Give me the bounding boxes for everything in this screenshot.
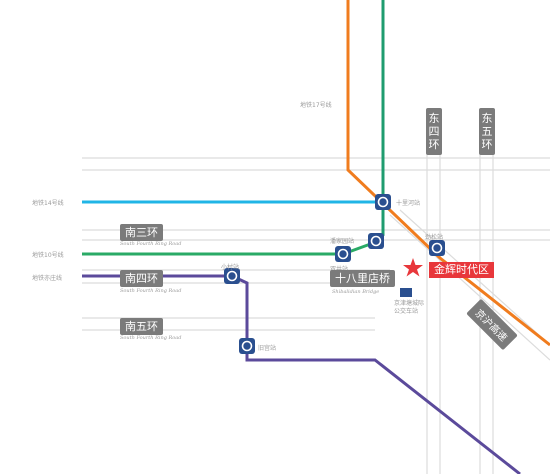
road-en-label: South Fourth Ring Road <box>120 241 182 247</box>
line-14-label: 地铁14号线 <box>32 200 64 207</box>
station-label: 潘家园站 <box>330 238 355 245</box>
station-label: 双井站 <box>330 264 348 273</box>
station-label: 旧宫站 <box>258 345 277 352</box>
road-en-label: South Fourth Ring Road <box>120 288 182 294</box>
orange-line <box>346 0 550 347</box>
star-icon <box>403 258 423 277</box>
landmark-callout: 金辉时代区 <box>429 262 494 279</box>
station-label: 劲松站 <box>425 234 444 241</box>
road-east-fifth: 东五环 <box>479 108 495 155</box>
road-south-third: 南三环 <box>120 224 163 241</box>
line-17-label: 地铁17号线 <box>300 102 332 109</box>
bus-station-label: 京津塘城际公交车站 <box>394 300 425 315</box>
road-en-label: Shibalidian Bridge <box>332 289 380 295</box>
line-10-label: 地铁10号线 <box>32 252 64 259</box>
road-south-fourth: 南四环 <box>120 270 163 287</box>
station-label: 小村站 <box>221 264 240 271</box>
road-en-label: South Fourth Ring Road <box>120 335 182 341</box>
line-yizhuang <box>82 274 521 474</box>
station-label: 十里河站 <box>396 200 421 207</box>
yizhuang-label: 地铁亦庄线 <box>32 275 63 282</box>
station-icons <box>224 194 445 354</box>
road-south-fifth: 南五环 <box>120 318 163 335</box>
bus-icon <box>400 288 412 297</box>
road-shibalidian: 十八里店桥 <box>330 270 395 287</box>
road-east-fourth: 东四环 <box>426 108 442 155</box>
